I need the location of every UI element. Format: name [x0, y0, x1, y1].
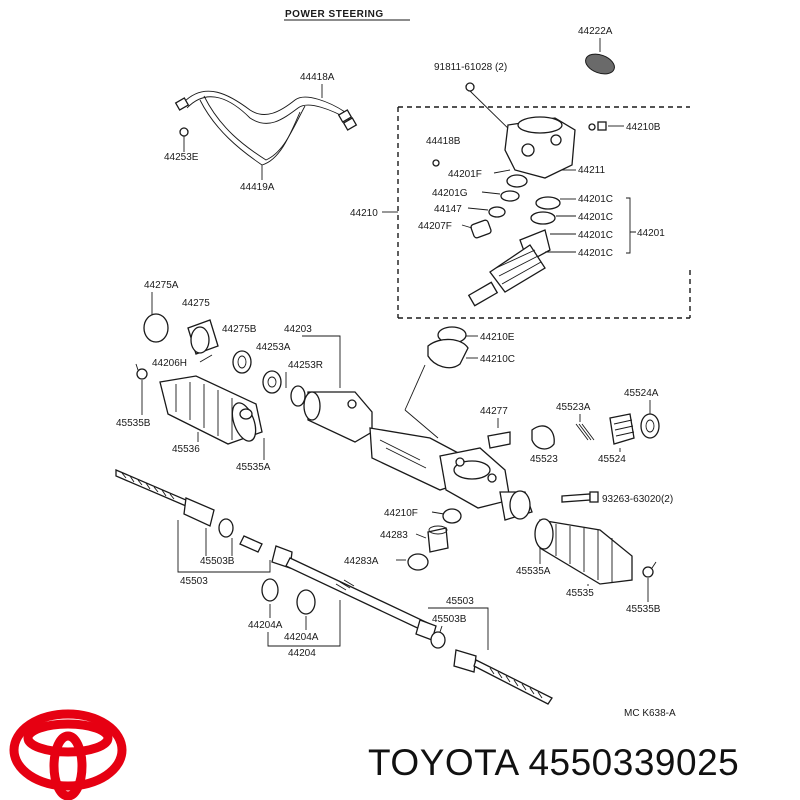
catalog-code: MC K638-A [624, 708, 676, 719]
label-44222a: 44222A [578, 26, 613, 37]
label-45503-left: 45503 [180, 576, 208, 587]
label-45535: 45535 [566, 588, 594, 599]
control-valve-44201 [467, 196, 561, 307]
label-44204: 44204 [288, 648, 316, 659]
bolt-93263 [561, 493, 591, 503]
label-44253a: 44253A [256, 342, 291, 353]
label-44283: 44283 [380, 530, 408, 541]
label-45524a: 45524A [624, 388, 659, 399]
seal-44275b [232, 350, 252, 374]
label-45523: 45523 [530, 454, 558, 465]
label-44201c-3: 44201C [578, 230, 613, 241]
diagram-title: POWER STEERING [285, 9, 384, 20]
clip-45535b-left [136, 368, 148, 380]
seal-44210f [442, 508, 462, 524]
valve-housing-44211 [504, 116, 576, 179]
label-44275a: 44275A [144, 280, 179, 291]
label-44277: 44277 [480, 406, 508, 417]
label-45536: 45536 [172, 444, 200, 455]
label-44201g: 44201G [432, 188, 468, 199]
valve-group-box [397, 106, 691, 319]
label-44211: 44211 [578, 165, 606, 176]
label-44201: 44201 [637, 228, 665, 239]
label-44206h: 44206H [152, 358, 187, 369]
label-45503b-right: 45503B [432, 614, 467, 625]
toyota-logo-icon [9, 709, 127, 800]
pressure-tubes [174, 90, 358, 166]
label-44418b: 44418B [426, 136, 461, 147]
label-45535a-left: 45535A [236, 462, 271, 473]
label-45524: 45524 [598, 454, 626, 465]
guide-44277 [487, 431, 511, 449]
ring-44204a-2 [296, 589, 316, 615]
label-44204a-2: 44204A [284, 632, 319, 643]
nut-45524a [640, 413, 660, 439]
label-44210f: 44210F [384, 508, 418, 519]
yoke-45523 [531, 425, 555, 450]
tie-rod-right [430, 631, 553, 705]
label-44419a: 44419A [240, 182, 275, 193]
label-44201f: 44201F [448, 169, 482, 180]
label-44275b: 44275B [222, 324, 257, 335]
snap-ring-44275a [143, 313, 169, 343]
boot-45535-right [534, 518, 633, 585]
label-44210c: 44210C [480, 354, 515, 365]
rack-bar [115, 469, 437, 641]
label-45535b-left: 45535B [116, 418, 151, 429]
boot-45535-left [159, 375, 263, 445]
label-44253r: 44253R [288, 360, 323, 371]
label-44201c-1: 44201C [578, 194, 613, 205]
label-44253e: 44253E [164, 152, 199, 163]
cap-44222a [585, 53, 615, 75]
brand-caption: TOYOTA 4550339025 [368, 742, 740, 783]
label-44201c-4: 44201C [578, 248, 613, 259]
label-93263: 93263-63020(2) [602, 494, 673, 505]
label-44147: 44147 [434, 204, 462, 215]
label-45535b-right: 45535B [626, 604, 661, 615]
spring-cap-45524 [609, 413, 635, 445]
label-45523a: 45523A [556, 402, 591, 413]
rack-housing-44203 [303, 391, 533, 521]
label-44204a-1: 44204A [248, 620, 283, 631]
seal-44253a [262, 370, 282, 394]
label-45503-right: 45503 [446, 596, 474, 607]
label-44418a: 44418A [300, 72, 335, 83]
label-44210e: 44210E [480, 332, 515, 343]
label-44207f: 44207F [418, 221, 452, 232]
label-44283a: 44283A [344, 556, 379, 567]
cover-44283 [427, 527, 449, 553]
ring-44253r [290, 385, 306, 407]
label-44210: 44210 [350, 208, 378, 219]
label-45503b-left: 45503B [200, 556, 235, 567]
label-44275: 44275 [182, 298, 210, 309]
label-44210b: 44210B [626, 122, 661, 133]
seal-44283a [407, 553, 429, 571]
label-44203: 44203 [284, 324, 312, 335]
label-44201c-2: 44201C [578, 212, 613, 223]
clip-45535b-right [642, 566, 654, 578]
cover-44210c [427, 338, 469, 369]
label-45535a-right: 45535A [516, 566, 551, 577]
ring-44204a-1 [261, 578, 279, 602]
label-91811: 91811-61028 (2) [434, 62, 507, 73]
